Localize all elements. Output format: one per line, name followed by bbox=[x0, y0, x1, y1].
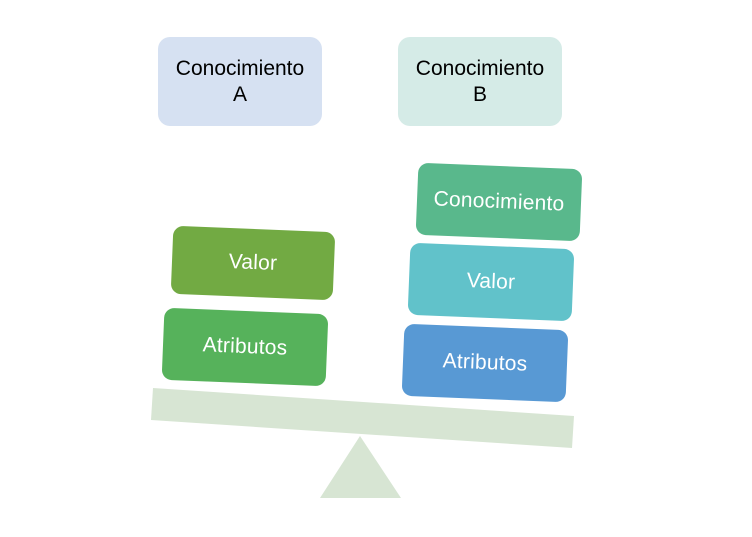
left-valor-label: Valor bbox=[228, 250, 278, 275]
knowledge-a-line2: A bbox=[232, 82, 247, 106]
scale-fulcrum bbox=[320, 436, 401, 498]
left-atributos-label: Atributos bbox=[202, 333, 288, 360]
left-valor-block: Valor bbox=[170, 225, 336, 301]
knowledge-b-box: Conocimiento B bbox=[398, 37, 562, 126]
left-atributos-block: Atributos bbox=[161, 307, 329, 387]
knowledge-b-line1: Conocimiento bbox=[415, 57, 545, 81]
right-conocimiento-block: Conocimiento bbox=[415, 162, 583, 242]
knowledge-a-line1: Conocimiento bbox=[175, 57, 305, 81]
right-atributos-label: Atributos bbox=[442, 349, 528, 376]
right-atributos-block: Atributos bbox=[401, 323, 569, 403]
right-valor-block: Valor bbox=[407, 242, 575, 322]
knowledge-b-line2: B bbox=[472, 82, 487, 106]
scale-beam bbox=[151, 388, 574, 448]
knowledge-a-box: Conocimiento A bbox=[158, 37, 322, 126]
right-valor-label: Valor bbox=[466, 269, 516, 294]
right-conocimiento-label: Conocimiento bbox=[433, 187, 565, 216]
